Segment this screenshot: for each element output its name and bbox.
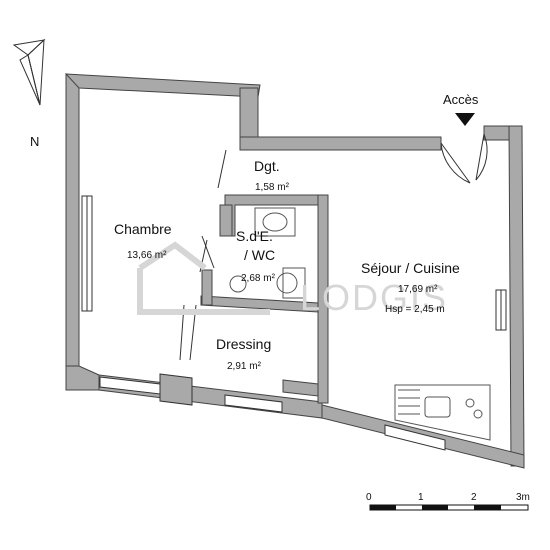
washbasin-icon [254, 207, 296, 237]
room-area-sejour: 17,69 m² [398, 284, 438, 295]
kitchen-counter [394, 384, 491, 441]
windows [81, 195, 507, 451]
compass-label: N [30, 134, 39, 149]
room-area-chambre: 13,66 m² [127, 250, 167, 261]
scale-tick-1: 1 [418, 492, 424, 503]
room-name-dgt: Dgt. [254, 158, 280, 174]
room-name-sde-line1: S.d'E. [236, 228, 273, 244]
scale-bar: 0 1 2 3m [366, 492, 530, 511]
room-area-dgt: 1,58 m² [255, 182, 290, 193]
entrance-door [440, 133, 488, 184]
entrance-arrow-icon [455, 113, 475, 126]
room-height-sejour: Hsp = 2,45 m [385, 304, 445, 315]
sink-icon [424, 396, 451, 418]
room-area-sde: 2,68 m² [241, 273, 276, 284]
scale-tick-0: 0 [366, 492, 372, 503]
scale-tick-3: 3m [516, 492, 530, 503]
toilet-icon [229, 267, 306, 299]
room-area-dressing: 2,91 m² [227, 361, 262, 372]
scale-tick-2: 2 [471, 492, 477, 503]
watermark-text: LODGIS [300, 277, 448, 318]
entrance-label: Accès [443, 92, 479, 107]
hob-icon [465, 398, 483, 419]
watermark: LODGIS [137, 241, 448, 318]
room-name-sde-line2: / WC [244, 247, 275, 263]
room-name-sejour: Séjour / Cuisine [361, 260, 460, 276]
compass-arrow-icon [12, 38, 46, 106]
room-name-dressing: Dressing [216, 336, 271, 352]
room-name-chambre: Chambre [114, 221, 172, 237]
